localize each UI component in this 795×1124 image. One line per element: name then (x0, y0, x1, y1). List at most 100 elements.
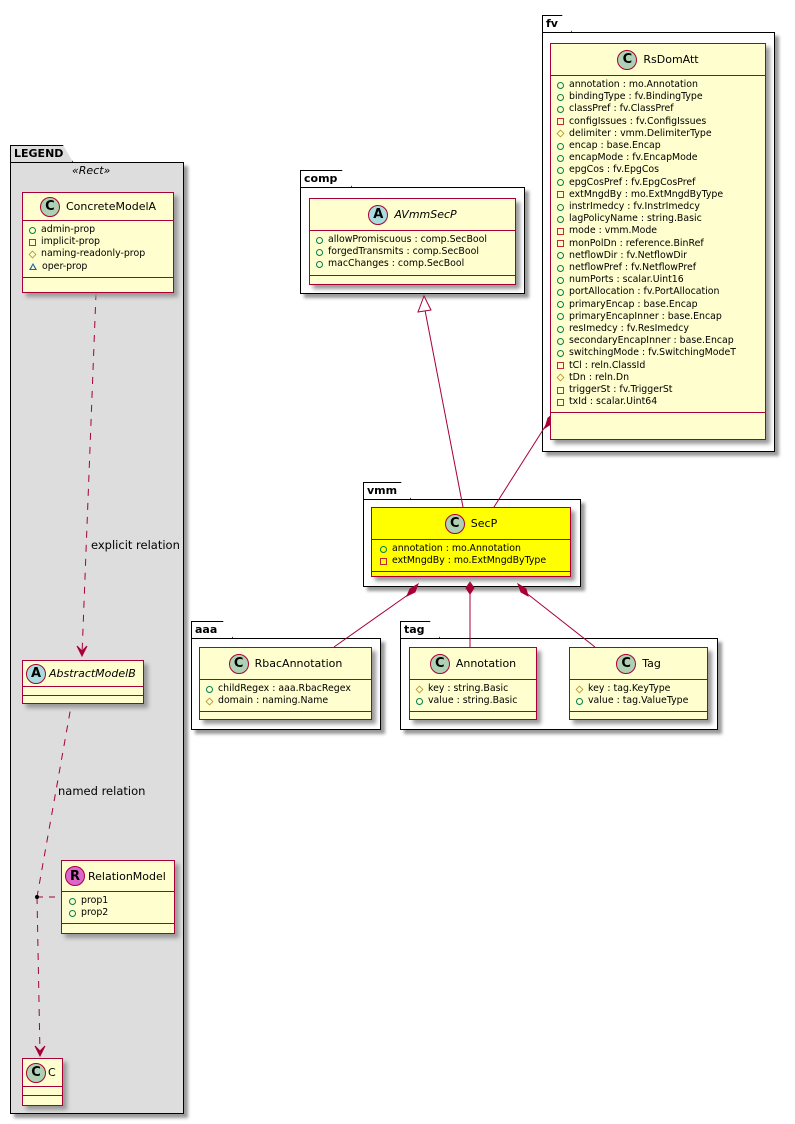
public-visibility-icon (557, 215, 564, 223)
public-visibility-icon (557, 325, 564, 333)
class-header: C RsDomAtt (551, 44, 765, 76)
public-visibility-icon (557, 337, 564, 345)
method-list (410, 712, 536, 720)
attribute: numPorts : scalar.Uint16 (557, 274, 759, 286)
package-vmm-tab: vmm (363, 482, 411, 499)
attribute: switchingMode : fv.SwitchingModeT (557, 347, 759, 359)
protected-visibility-icon (575, 685, 584, 694)
method-list (23, 278, 173, 286)
attribute: lagPolicyName : string.Basic (557, 213, 759, 225)
public-visibility-icon (557, 264, 564, 272)
package-aaa-tab: aaa (191, 621, 233, 638)
public-visibility-icon (557, 142, 564, 150)
attribute: extMngdBy : mo.ExtMngdByType (380, 555, 564, 567)
attribute: childRegex : aaa.RbacRegex (206, 683, 365, 695)
method-list (372, 572, 570, 580)
private-visibility-icon (557, 362, 564, 370)
private-visibility-icon (557, 228, 564, 236)
class-name: RsDomAtt (643, 53, 699, 66)
class-header: A AVmmSecP (310, 199, 515, 231)
class-secp[interactable]: C SecP annotation : mo.Annotation extMng… (371, 507, 571, 577)
protected-visibility-icon (556, 374, 565, 382)
attribute: value : string.Basic (416, 695, 530, 707)
edge-rsdomatt-secp (493, 421, 549, 508)
attribute: epgCosPref : fv.EpgCosPref (557, 177, 759, 189)
public-visibility-icon (576, 697, 583, 705)
class-concrete-model-a[interactable]: C ConcreteModelA admin-prop implicit-pro… (22, 192, 174, 293)
attribute-list: annotation : mo.Annotation extMngdBy : m… (372, 540, 570, 573)
class-tag[interactable]: C Tag key : tag.KeyType value : tag.Valu… (569, 647, 708, 720)
class-spot-icon: C (26, 1062, 46, 1083)
attribute: encapMode : fv.EncapMode (557, 152, 759, 164)
class-rbacannotation[interactable]: C RbacAnnotation childRegex : aaa.RbacRe… (199, 647, 372, 720)
class-name: RbacAnnotation (254, 657, 343, 670)
abstract-spot-icon: A (26, 663, 46, 684)
private-visibility-icon (557, 386, 564, 394)
class-name: AVmmSecP (394, 208, 457, 221)
attribute: annotation : mo.Annotation (557, 79, 759, 91)
attribute: instrImedcy : fv.InstrImedcy (557, 201, 759, 213)
method-list (310, 276, 515, 284)
attribute: key : tag.KeyType (575, 683, 701, 695)
attribute: macChanges : comp.SecBool (316, 258, 509, 270)
attribute: oper-prop (29, 261, 167, 273)
attribute: tDn : reln.Dn (556, 372, 759, 384)
public-visibility-icon (557, 167, 564, 175)
class-header: C C (23, 1059, 62, 1087)
class-header: R RelationModel (62, 861, 174, 892)
class-c[interactable]: C C (22, 1058, 63, 1106)
package-legend-tab: LEGEND (10, 145, 73, 162)
class-avmmsecp[interactable]: A AVmmSecP allowPromiscuous : comp.SecBo… (309, 198, 516, 285)
public-visibility-icon (316, 236, 323, 244)
attribute: mode : vmm.Mode (557, 225, 759, 237)
attribute: naming-readonly-prop (28, 248, 167, 260)
attribute: delimiter : vmm.DelimiterType (556, 128, 759, 140)
class-abstract-model-b[interactable]: A AbstractModelB (22, 660, 144, 704)
private-visibility-icon (557, 118, 564, 126)
package-tag-tab: tag (400, 621, 440, 638)
named-relation-label: named relation (58, 784, 146, 798)
protected-visibility-icon (205, 697, 214, 706)
attribute: resImedcy : fv.ResImedcy (557, 323, 759, 335)
edge-secp-inherits-avmmsecp (423, 304, 464, 508)
package-visibility-icon (29, 263, 37, 271)
class-header: C RbacAnnotation (200, 648, 371, 680)
attribute-list: prop1 prop2 (62, 892, 174, 925)
class-header: C SecP (372, 508, 570, 540)
class-name: ConcreteModelA (65, 200, 157, 213)
class-spot-icon: C (39, 196, 60, 217)
public-visibility-icon (557, 93, 564, 101)
protected-visibility-icon (28, 250, 37, 259)
attribute: portAllocation : fv.PortAllocation (557, 286, 759, 298)
attribute: tCl : reln.ClassId (557, 360, 759, 372)
relation-spot-icon: R (65, 866, 85, 886)
attribute: key : string.Basic (415, 683, 530, 695)
attribute: netflowDir : fv.NetflowDir (557, 250, 759, 262)
attribute: primaryEncap : base.Encap (557, 299, 759, 311)
class-header: C Tag (570, 648, 707, 680)
public-visibility-icon (316, 248, 323, 256)
public-visibility-icon (557, 350, 564, 358)
legend-stereotype: «Rect» (72, 164, 111, 177)
class-annotation[interactable]: C Annotation key : string.Basic value : … (409, 647, 537, 720)
attribute: bindingType : fv.BindingType (557, 91, 759, 103)
class-spot-icon: C (444, 513, 465, 534)
attribute-list: key : string.Basic value : string.Basic (410, 680, 536, 713)
attribute: extMngdBy : mo.ExtMngdByType (557, 189, 759, 201)
public-visibility-icon (557, 276, 564, 284)
attribute: epgCos : fv.EpgCos (557, 164, 759, 176)
public-visibility-icon (206, 685, 213, 693)
public-visibility-icon (69, 897, 76, 905)
attribute: primaryEncapInner : base.Encap (557, 311, 759, 323)
public-visibility-icon (380, 545, 387, 553)
public-visibility-icon (557, 179, 564, 187)
class-spot-icon: C (429, 653, 450, 674)
class-header: C ConcreteModelA (23, 193, 173, 221)
class-relation-model[interactable]: R RelationModel prop1 prop2 (61, 860, 175, 934)
attribute-list: admin-prop implicit-prop naming-readonly… (23, 221, 173, 278)
method-list (200, 712, 371, 720)
attribute: implicit-prop (29, 236, 167, 248)
class-spot-icon: C (228, 653, 249, 674)
class-spot-icon: C (616, 653, 637, 674)
